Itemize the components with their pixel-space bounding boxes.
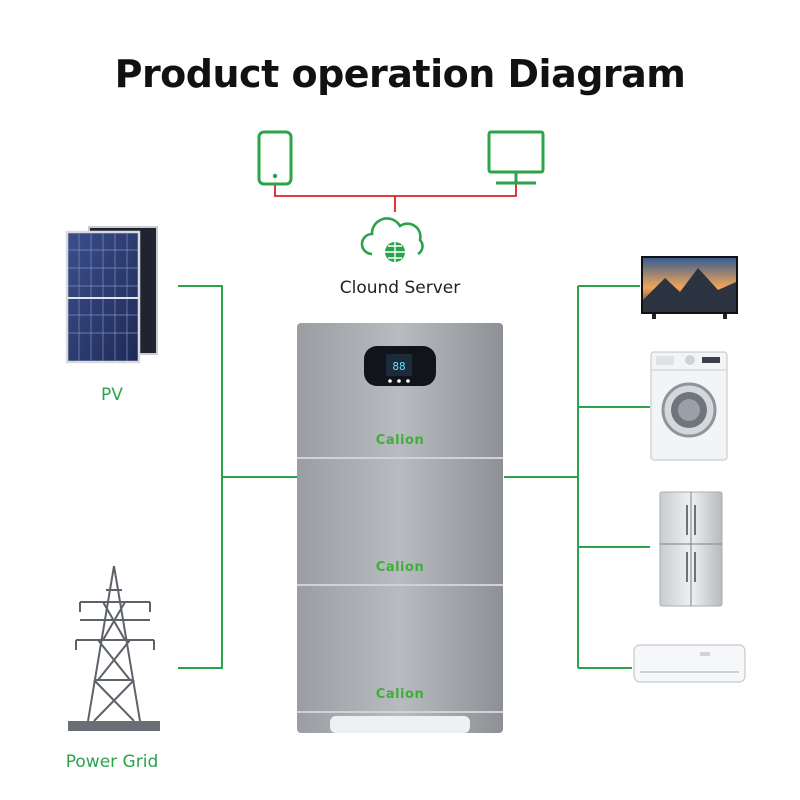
washing-machine-icon [650,351,728,461]
svg-text:88: 88 [392,360,405,373]
refrigerator-icon [659,491,723,607]
battery-stack [297,323,503,733]
battery-module-brand-1: Calion [375,433,425,448]
monitor-icon [487,130,545,185]
battery-display: 88 [364,346,436,386]
tv-icon [641,256,738,319]
solar-panel-icon [65,226,158,364]
page-title: Product operation Diagram [114,52,686,96]
transmission-tower-icon [68,565,160,731]
right-wiring [504,285,650,669]
cloud-server-label: Clound Server [339,278,461,298]
pv-label: PV [101,385,123,405]
battery-module-brand-3: Calion [375,687,425,702]
smartphone-icon [257,130,293,186]
left-wiring [178,285,298,669]
air-conditioner-icon [633,644,746,683]
network-lines [274,183,517,212]
cloud-globe-icon [360,217,424,262]
battery-module-brand-2: Calion [375,560,425,575]
power-grid-label: Power Grid [65,752,159,772]
